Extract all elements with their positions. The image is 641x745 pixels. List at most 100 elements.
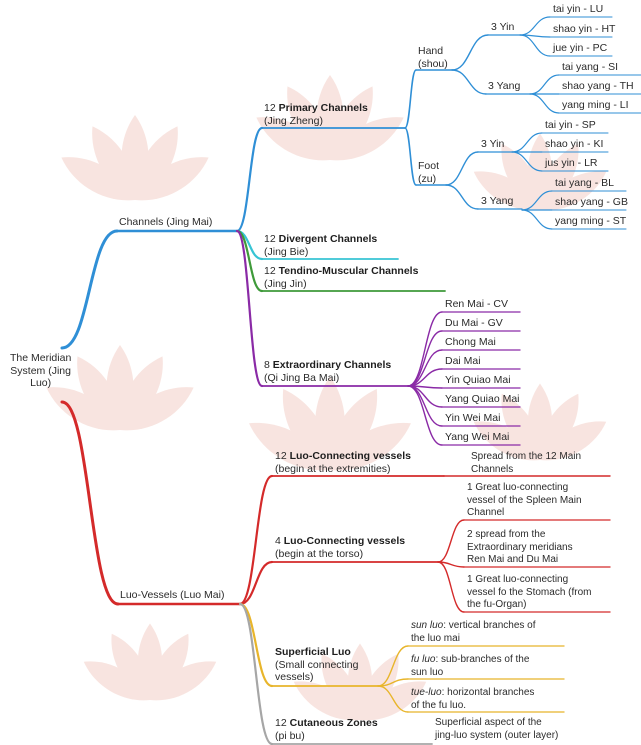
lotus-petal bbox=[359, 653, 399, 720]
hand-yang-node: 3 Yang bbox=[488, 80, 521, 92]
lotus-icon bbox=[249, 376, 411, 471]
link-extra-item bbox=[407, 311, 443, 387]
primary-title: Primary Channels bbox=[278, 102, 368, 114]
link-luo12 bbox=[238, 474, 274, 606]
tendino-count: 12 bbox=[264, 265, 276, 277]
link-foot-yang-item bbox=[521, 190, 553, 211]
lotus-petal bbox=[539, 393, 579, 460]
luo4-sub: (begin at the torso) bbox=[275, 547, 364, 560]
superficial-term: sun luo bbox=[411, 620, 444, 631]
divergent-title: Divergent Channels bbox=[278, 233, 378, 245]
lotus-petal bbox=[329, 86, 373, 160]
lotus-petal bbox=[330, 422, 411, 471]
lotus-icon bbox=[61, 115, 209, 201]
luo4-count: 4 bbox=[275, 535, 281, 547]
link-extra-item bbox=[407, 385, 443, 408]
lotus-petal bbox=[501, 143, 541, 210]
lotus-petal bbox=[61, 157, 135, 201]
hand-yang-item: shao yang - TH bbox=[562, 80, 634, 92]
superficial-item: fu luo: sub-branches of the sun luo bbox=[411, 654, 529, 679]
link-primary bbox=[235, 126, 264, 233]
superficial-term: tue-luo bbox=[411, 687, 442, 698]
luo12-title: Luo-Connecting vessels bbox=[289, 450, 411, 462]
link-extra-item bbox=[407, 349, 443, 387]
lotus-petal bbox=[149, 633, 189, 700]
extraordinary-channels-node: 8 Extraordinary Channels (Qi Jing Ba Mai… bbox=[264, 359, 391, 384]
cutaneous-zones-node: 12 Cutaneous Zones (pi bu) bbox=[275, 717, 378, 742]
tendino-title: Tendino-Muscular Channels bbox=[278, 265, 419, 277]
luo-vessels-label: Luo-Vessels (Luo Mai) bbox=[120, 589, 225, 601]
foot-yang-item: shao yang - GB bbox=[555, 196, 628, 208]
superficial-luo-node: Superficial Luo (Small connecting vessel… bbox=[275, 646, 358, 684]
luo4-item: 1 Great luo-connecting vessel fo the Sto… bbox=[467, 574, 592, 610]
lotus-petal bbox=[46, 387, 120, 431]
superficial-desc: : sub-branches of the sun luo bbox=[411, 654, 530, 678]
hand-yang-item: tai yang - SI bbox=[562, 61, 619, 73]
luo4-title: Luo-Connecting vessels bbox=[283, 535, 406, 547]
link-hand-yin bbox=[451, 34, 489, 71]
superficial-term: fu luo bbox=[411, 654, 436, 665]
superficial-desc: : vertical branches of the luo mai bbox=[411, 620, 536, 644]
divergent-count: 12 bbox=[264, 233, 276, 245]
lotus-petal bbox=[293, 681, 360, 721]
tendino-sub: (Jing Jin) bbox=[264, 277, 307, 290]
extra-item: Chong Mai bbox=[445, 336, 496, 348]
lotus-petal bbox=[501, 393, 541, 460]
hand-yang-item: yang ming - LI bbox=[562, 99, 629, 111]
luo-vessels-node: Luo-Vessels (Luo Mai) bbox=[120, 589, 224, 602]
lotus-petal bbox=[282, 389, 331, 470]
tendino-channels-node: 12 Tendino-Muscular Channels (Jing Jin) bbox=[264, 265, 418, 290]
extra-item: Yang Wei Mai bbox=[445, 431, 510, 443]
hand-node: Hand (shou) bbox=[418, 45, 448, 70]
primary-sub: (Jing Zheng) bbox=[264, 114, 323, 127]
lotus-petal bbox=[473, 171, 540, 211]
trunk-luo bbox=[60, 400, 120, 606]
link-hand-yin-item bbox=[519, 16, 551, 36]
lotus-petal bbox=[473, 421, 540, 461]
lotus-petal bbox=[134, 126, 178, 200]
primary-channels-node: 12 Primary Channels (Jing Zheng) bbox=[264, 102, 368, 127]
extra-item: Dai Mai bbox=[445, 355, 481, 367]
cutaneous-sub: (pi bu) bbox=[275, 729, 305, 742]
primary-count: 12 bbox=[264, 102, 276, 114]
lotus-icon bbox=[83, 623, 217, 701]
cutaneous-detail: Superficial aspect of the jing-luo syste… bbox=[435, 717, 559, 741]
hand-yin-item: tai yin - LU bbox=[553, 3, 604, 15]
foot-yang-item: yang ming - ST bbox=[555, 215, 627, 227]
luo4-item: 2 spread from the Extraordinary meridian… bbox=[467, 529, 573, 565]
extra-item: Du Mai - GV bbox=[445, 317, 503, 329]
superficial-desc: : horizontal branches of the fu luo. bbox=[411, 687, 535, 711]
link-extra-item bbox=[407, 385, 443, 446]
link-tendino bbox=[235, 229, 264, 293]
cutaneous-title: Cutaneous Zones bbox=[289, 717, 378, 729]
extra-item: Yin Quiao Mai bbox=[445, 374, 511, 386]
superficial-sub: (Small connecting vessels) bbox=[275, 658, 359, 684]
foot-yin-item: jus yin - LR bbox=[545, 157, 598, 169]
link-luo4 bbox=[238, 560, 274, 606]
divergent-sub: (Jing Bie) bbox=[264, 245, 309, 258]
foot-yin-item: shao yin - KI bbox=[545, 138, 604, 150]
hand-yin-item: shao yin - HT bbox=[553, 23, 616, 35]
foot-yang-node: 3 Yang bbox=[481, 195, 514, 207]
link-hand-yang-item bbox=[529, 93, 560, 114]
trunk-channels bbox=[60, 229, 119, 350]
extra-count: 8 bbox=[264, 359, 270, 371]
lotus-petal bbox=[360, 681, 427, 721]
lotus-petal bbox=[111, 633, 151, 700]
lotus-petal bbox=[92, 126, 136, 200]
foot-yin-node: 3 Yin bbox=[481, 138, 505, 150]
luo4-node: 4 Luo-Connecting vessels (begin at the t… bbox=[275, 535, 405, 560]
hand-yin-item: jue yin - PC bbox=[553, 42, 608, 54]
lotus-petal bbox=[539, 143, 579, 210]
superficial-item: tue-luo: horizontal branches of the fu l… bbox=[411, 687, 534, 712]
lotus-icon bbox=[46, 345, 194, 431]
channels-label: Channels (Jing Mai) bbox=[119, 216, 213, 228]
lotus-petal bbox=[150, 661, 217, 701]
extra-item: Yin Wei Mai bbox=[445, 412, 501, 424]
extra-title: Extraordinary Channels bbox=[272, 359, 392, 371]
lotus-petal bbox=[540, 421, 607, 461]
link-foot-yin-item bbox=[511, 151, 543, 172]
lotus-petal bbox=[83, 661, 150, 701]
link-foot-yang bbox=[445, 184, 479, 210]
